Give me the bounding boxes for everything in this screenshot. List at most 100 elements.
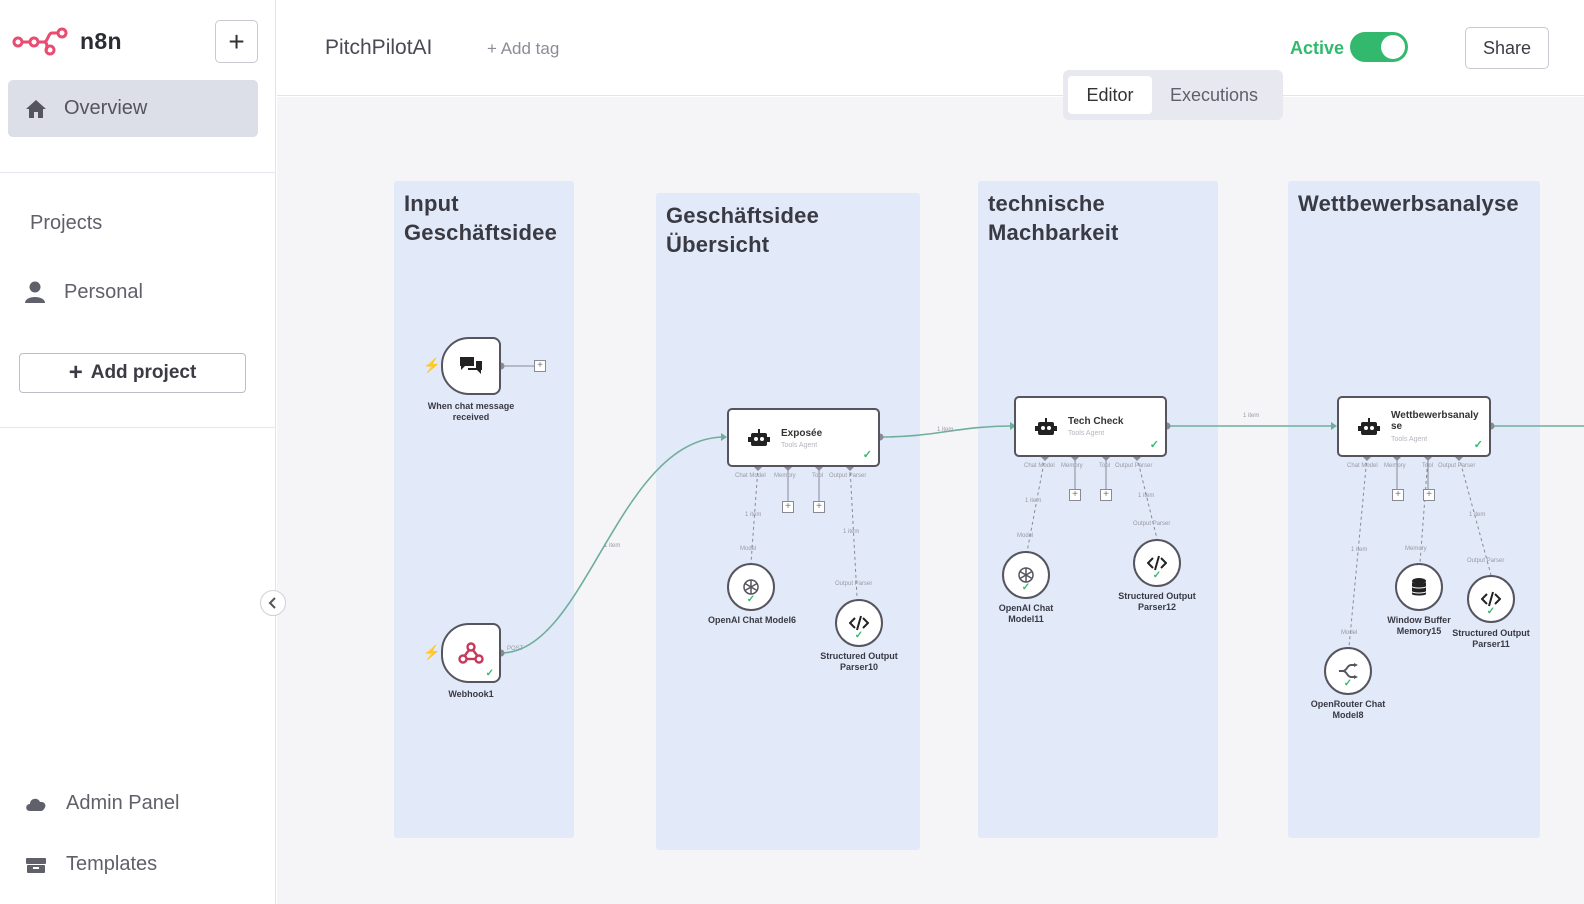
sticky-title-line: Input <box>404 191 459 216</box>
node-agent-expose[interactable]: Exposée Tools Agent ✓ <box>727 408 880 467</box>
workflow-name[interactable]: PitchPilotAI <box>325 36 433 59</box>
node-agent-wettbewerbsanalyse[interactable]: Wettbewerbsanalyse Tools Agent ✓ <box>1337 396 1491 457</box>
node-structured-output-parser12[interactable]: ✓ <box>1133 539 1181 587</box>
item-count-label: 1 item <box>1351 547 1368 553</box>
port-label: Output Parser <box>1438 463 1476 469</box>
node-label: Window Buffer Memory15 <box>1387 615 1451 636</box>
add-node-plus[interactable]: + <box>1100 489 1112 501</box>
collapse-sidebar-button[interactable] <box>260 590 286 616</box>
box-icon <box>26 857 46 873</box>
add-node-plus[interactable]: + <box>1423 489 1435 501</box>
sidebar-item-label: Templates <box>66 853 158 875</box>
port-label: Model <box>1341 630 1358 636</box>
node-openai-chat-model6[interactable]: ✓ <box>727 563 775 611</box>
node-title: Wettbewerbsanalyse <box>1391 410 1479 432</box>
port-label: Model <box>740 546 757 552</box>
add-node-plus[interactable]: + <box>1069 489 1081 501</box>
sidebar-item-label: Overview <box>64 97 148 119</box>
tab-executions[interactable]: Executions <box>1169 84 1259 105</box>
node-label: Structured Output Parser11 <box>1452 628 1530 649</box>
trigger-bolt-icon: ⚡ <box>423 357 441 373</box>
node-structured-output-parser11[interactable]: ✓ <box>1467 575 1515 623</box>
sticky-note-competition[interactable]: Wettbewerbsanalyse <box>1288 181 1540 838</box>
port-label: Output Parser <box>1133 521 1171 527</box>
trigger-bolt-icon: ⚡ <box>423 644 441 660</box>
connections-layer <box>497 362 1584 657</box>
node-label: When chat message received <box>427 401 515 422</box>
node-webhook[interactable]: ✓ <box>441 623 501 683</box>
add-tag-button[interactable]: + Add tag <box>487 39 560 58</box>
openai-icon <box>1018 567 1034 583</box>
plus-icon: + <box>228 25 245 57</box>
toggle-knob <box>1381 35 1405 59</box>
sidebar-divider <box>0 427 276 428</box>
node-openai-chat-model11[interactable]: ✓ <box>1002 551 1050 599</box>
sidebar-divider <box>0 172 276 173</box>
port-label: Chat Model <box>735 473 766 479</box>
n8n-logo[interactable]: n8n <box>12 26 122 56</box>
port-label: Memory <box>1405 546 1427 552</box>
port-label: Chat Model <box>1024 463 1055 469</box>
sticky-note-tech[interactable]: technische Machbarkeit <box>978 181 1218 838</box>
sticky-title-line: Geschäftsidee <box>666 203 820 228</box>
node-window-buffer-memory15[interactable] <box>1395 563 1443 611</box>
sticky-title-line: technische <box>988 191 1105 216</box>
node-openrouter-chat-model8[interactable]: ✓ <box>1324 647 1372 695</box>
robot-icon <box>748 428 770 446</box>
active-label: Active <box>1290 38 1345 58</box>
sidebar-item-admin-panel[interactable]: Admin Panel <box>24 792 179 815</box>
port-label: Tool <box>1422 463 1434 469</box>
node-chat-trigger[interactable] <box>441 337 501 395</box>
sticky-title-line: Geschäftsidee <box>404 220 558 245</box>
add-project-label: Add project <box>90 362 197 383</box>
success-check-icon: ✓ <box>1152 570 1162 581</box>
add-project-button[interactable]: + Add project <box>19 353 246 393</box>
node-title: Exposée <box>781 428 823 439</box>
code-icon <box>1147 555 1167 571</box>
sidebar-item-label: Personal <box>64 280 143 303</box>
create-new-button[interactable]: + <box>215 20 258 63</box>
sidebar-item-overview[interactable]: Overview <box>8 80 258 137</box>
workflow-canvas[interactable]: Input Geschäftsidee Geschäftsidee Übersi… <box>277 97 1584 904</box>
database-icon <box>1412 578 1426 596</box>
node-subtitle: Tools Agent <box>781 442 818 449</box>
success-check-icon: ✓ <box>746 594 756 605</box>
success-check-icon: ✓ <box>854 630 864 641</box>
item-count-label: 1 item <box>937 427 954 433</box>
port-label: Chat Model <box>1347 463 1378 469</box>
share-button[interactable]: Share <box>1465 27 1549 69</box>
node-label: Structured Output Parser12 <box>1118 591 1196 612</box>
sidebar-item-personal[interactable]: Personal <box>24 280 143 304</box>
workflow-header: PitchPilotAI + Add tag Active Share <box>277 0 1584 96</box>
node-label: Structured Output Parser10 <box>820 651 898 672</box>
port-label: Memory <box>1384 463 1406 469</box>
node-structured-output-parser10[interactable]: ✓ <box>835 599 883 647</box>
sticky-title: technische Machbarkeit <box>988 189 1119 247</box>
add-node-plus[interactable]: + <box>1392 489 1404 501</box>
add-node-plus[interactable]: + <box>782 501 794 513</box>
sticky-title-line: Machbarkeit <box>988 220 1119 245</box>
active-toggle[interactable] <box>1350 32 1408 62</box>
port-label: Output Parser <box>835 581 873 587</box>
node-label: Webhook1 <box>448 689 494 699</box>
port-label: Tool <box>812 473 824 479</box>
success-check-icon: ✓ <box>862 449 872 461</box>
success-check-icon: ✓ <box>1149 439 1159 451</box>
port-label: Model <box>1017 533 1034 539</box>
sticky-note-input[interactable]: Input Geschäftsidee <box>394 181 574 838</box>
item-count-label: 1 item <box>604 543 621 549</box>
tab-editor[interactable]: Editor <box>1068 76 1152 114</box>
port-label: Tool <box>1099 463 1111 469</box>
add-node-plus[interactable]: + <box>534 360 546 372</box>
openai-icon <box>743 579 759 595</box>
add-node-plus[interactable]: + <box>813 501 825 513</box>
robot-icon <box>1035 417 1057 435</box>
robot-icon <box>1358 417 1380 435</box>
node-title: Tech Check <box>1068 416 1124 427</box>
success-check-icon: ✓ <box>1473 439 1483 451</box>
node-agent-techcheck[interactable]: Tech Check Tools Agent ✓ <box>1014 396 1167 457</box>
sidebar-item-templates[interactable]: Templates <box>24 853 157 876</box>
sticky-note-overview[interactable]: Geschäftsidee Übersicht <box>656 193 920 850</box>
connection-expose-techcheck <box>879 425 1015 438</box>
